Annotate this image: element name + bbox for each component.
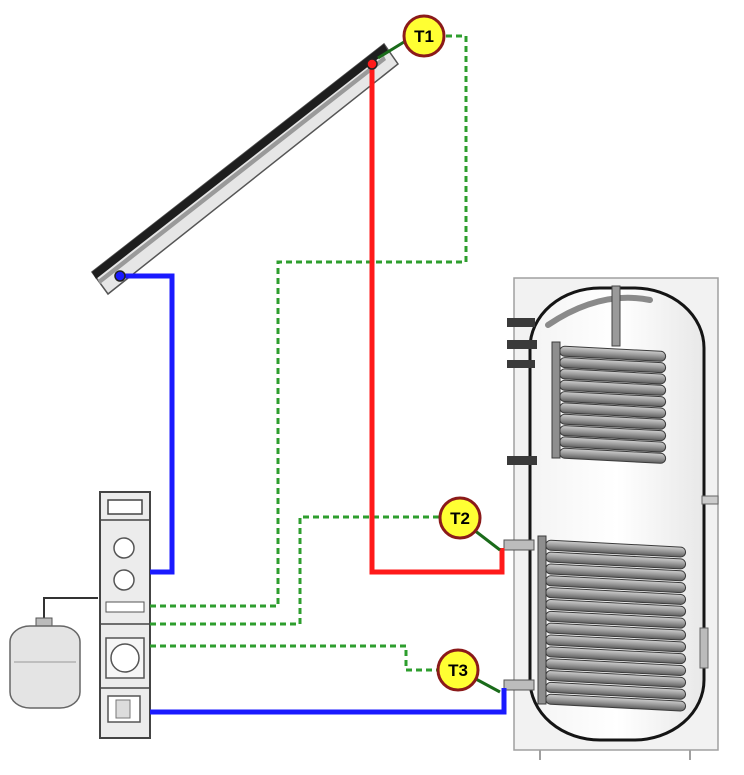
controller-display: [107, 499, 143, 515]
tank-port-3: [507, 360, 535, 368]
tank-port-2: [507, 340, 537, 349]
coil-feed-pipe: [537, 535, 547, 705]
sensor-t3-badge: [436, 648, 480, 692]
sensor-t3-probe: [473, 676, 501, 694]
storage-tank: [503, 277, 719, 760]
cold-return-pipe-upper: [120, 273, 175, 575]
solar-collector: [90, 42, 400, 296]
expansion-vessel: [9, 597, 98, 709]
side-port: [701, 495, 719, 505]
collector-inlet-port: [114, 270, 126, 282]
sensor-t2-badge: [438, 496, 482, 540]
sensor-t2: T2: [438, 496, 482, 540]
sensor-t1-probe: [377, 40, 405, 60]
side-panel: [699, 627, 709, 669]
collector-outlet-port: [366, 58, 378, 70]
sensor-t3: T3: [436, 648, 480, 692]
pump-station: [99, 491, 151, 739]
anode-rod: [611, 285, 621, 347]
pipes: [120, 64, 507, 715]
pump-rotor: [110, 643, 140, 673]
tank-port-1: [507, 318, 535, 327]
tank-port-5: [503, 539, 535, 551]
collector-frame-inner: [98, 56, 386, 284]
sensor-t2-label: T2: [450, 509, 470, 528]
coil-feed-pipe: [551, 341, 561, 459]
collector-frame: [92, 44, 388, 279]
flow-meter-window: [115, 699, 131, 719]
tank-port-4: [507, 456, 537, 465]
gauge-dial-2: [113, 569, 135, 591]
sensor-t2-wire: [150, 515, 440, 626]
tank-inner-arc: [545, 294, 653, 328]
sensor-t1: T1: [402, 14, 446, 58]
sensor-t3-wire: [150, 644, 438, 672]
gauge-dial-1: [113, 537, 135, 559]
hot-flow-pipe: [369, 64, 505, 575]
sensor-t1-badge: [402, 14, 446, 58]
sensor-t1-label: T1: [414, 27, 434, 46]
upper-heat-exchanger-coil: [551, 341, 667, 464]
sensor-t3-label: T3: [448, 661, 468, 680]
cold-return-pipe-lower: [150, 688, 507, 715]
station-valve: [105, 601, 145, 613]
tank-port-6: [503, 679, 535, 691]
sensor-t2-probe: [473, 528, 501, 552]
vessel-body: [9, 625, 81, 709]
lower-heat-exchanger-coil: [537, 535, 687, 712]
